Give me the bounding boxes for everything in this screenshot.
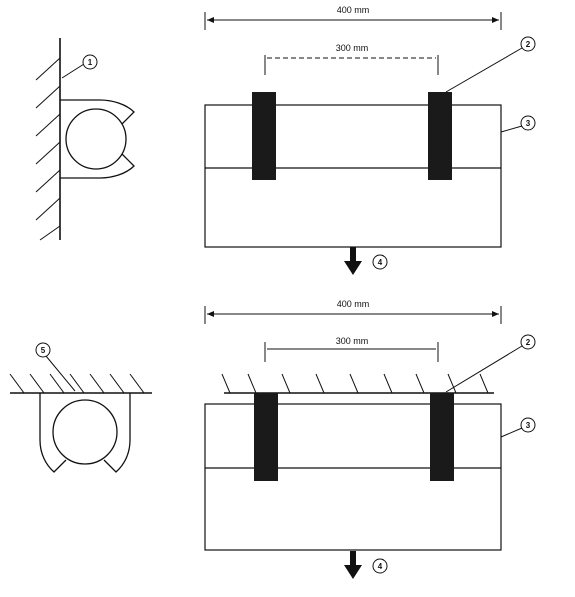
clip-side-view [60, 99, 135, 179]
dimension-overall-label-bottom: 400 mm [337, 299, 370, 309]
pipe-section-bottom [52, 399, 118, 465]
callout-2-top: 2 [445, 36, 536, 93]
dimension-overall-top: 400 mm [204, 5, 502, 30]
dimension-clips-bottom: 300 mm [264, 336, 439, 362]
svg-text:2: 2 [526, 338, 531, 347]
dimension-clips-label-bottom: 300 mm [336, 336, 369, 346]
callout-2-bottom: 2 [445, 334, 536, 393]
module-front-view-bottom [204, 403, 502, 551]
bottom-figure: 5 400 mm 300 mm [9, 299, 536, 579]
clip-right-bottom [430, 393, 454, 481]
ceiling-front-view [221, 373, 494, 394]
svg-text:4: 4 [378, 562, 383, 571]
clip-left-bottom [254, 393, 278, 481]
callout-4-top: 4 [372, 254, 388, 270]
dimension-clips-top: 300 mm [264, 43, 439, 75]
callout-3-top: 3 [500, 115, 536, 133]
down-arrow-bottom [344, 551, 362, 579]
callout-1: 1 [61, 54, 98, 79]
svg-text:3: 3 [526, 119, 531, 128]
callout-4-bottom: 4 [372, 558, 388, 574]
callout-5: 5 [35, 342, 76, 392]
clip-right [428, 92, 452, 180]
top-figure: 1 400 mm 300 mm 2 [35, 5, 536, 275]
clip-side-view-bottom [39, 393, 131, 473]
svg-text:1: 1 [88, 58, 93, 67]
down-arrow-top [344, 247, 362, 275]
svg-text:4: 4 [378, 258, 383, 267]
ceiling-side-view [9, 373, 152, 394]
callout-3-bottom: 3 [500, 417, 536, 438]
svg-text:3: 3 [526, 421, 531, 430]
svg-text:5: 5 [41, 346, 46, 355]
dimension-overall-bottom: 400 mm [204, 299, 502, 324]
clip-left [252, 92, 276, 180]
dimension-overall-label: 400 mm [337, 5, 370, 15]
wall-side-view [35, 38, 61, 241]
pipe-section [65, 108, 127, 170]
dimension-clips-label: 300 mm [336, 43, 369, 53]
module-front-view [204, 104, 502, 248]
svg-text:2: 2 [526, 40, 531, 49]
